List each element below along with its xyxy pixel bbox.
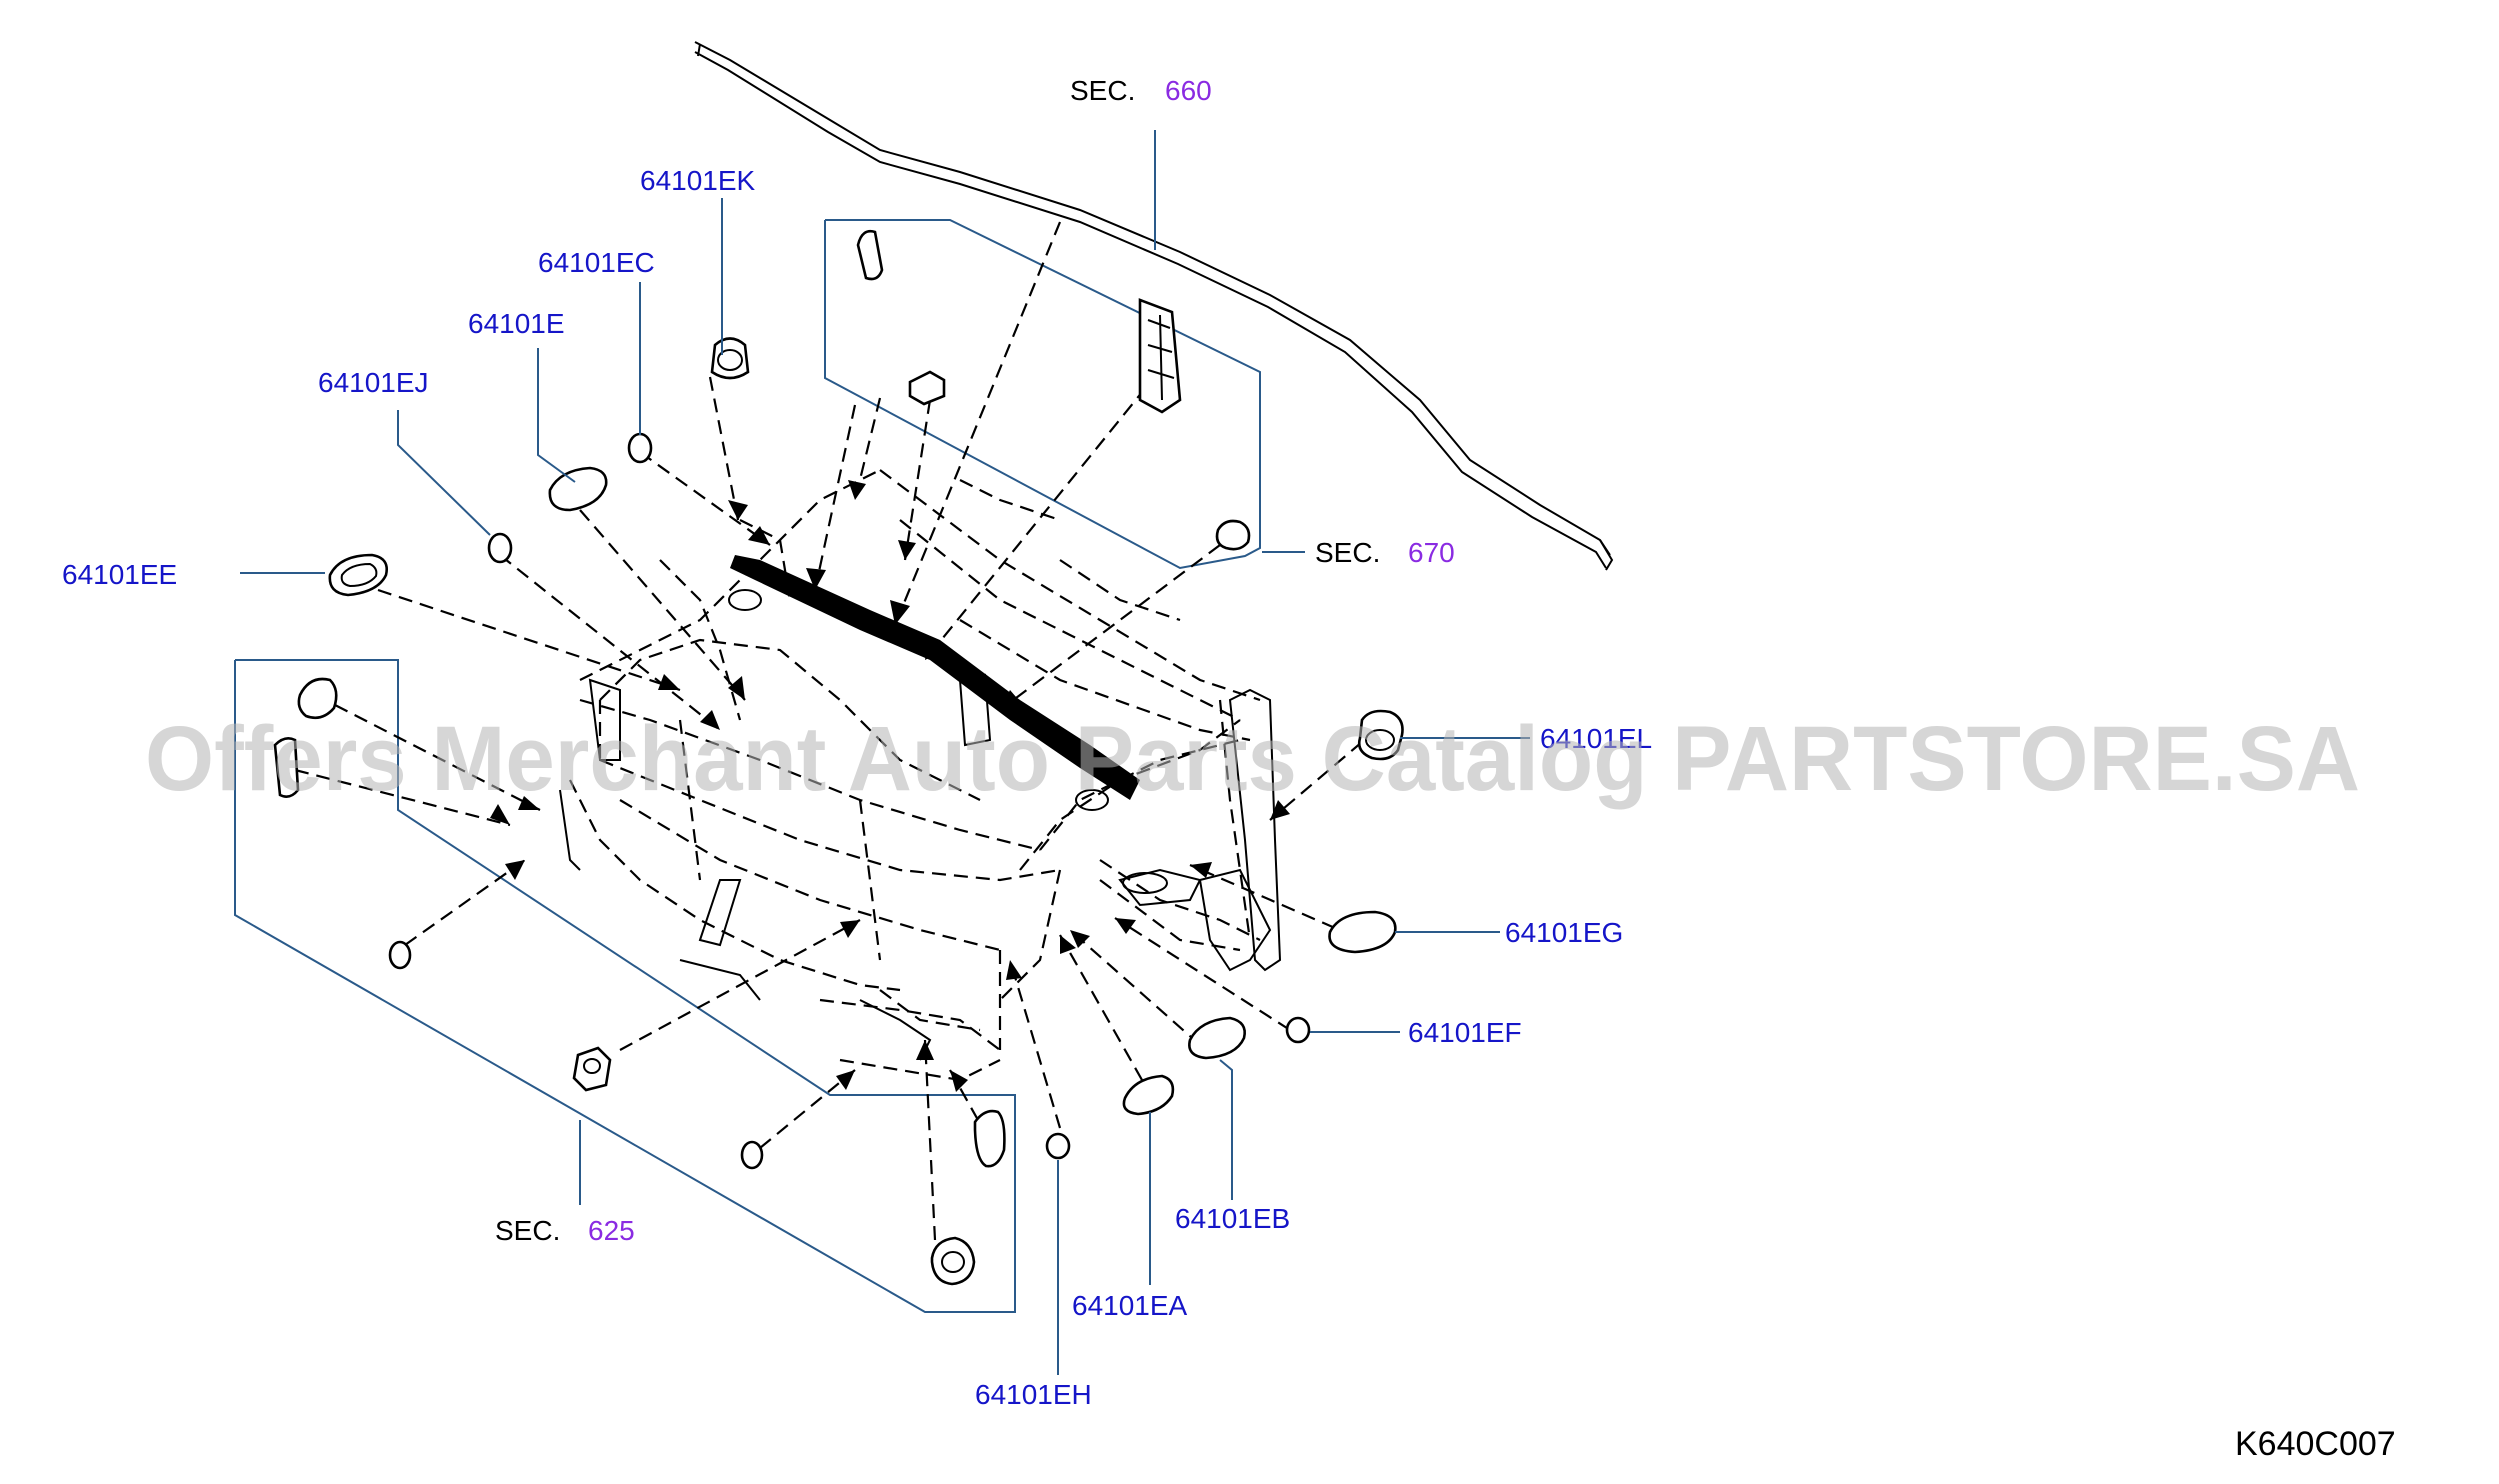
install-arrows (294, 221, 1363, 1241)
grommet-parts (273, 230, 1404, 1286)
label-64101eg[interactable]: 64101EG (1505, 917, 1623, 948)
label-64101el[interactable]: 64101EL (1540, 723, 1652, 754)
sec670-bracket (824, 219, 1261, 570)
label-64101ec[interactable]: 64101EC (538, 247, 655, 278)
sec625-bracket (234, 659, 1016, 1313)
label-64101ee[interactable]: 64101EE (62, 559, 177, 590)
diagram-code: K640C007 (2235, 1425, 2396, 1463)
sec625-number[interactable]: 625 (588, 1215, 635, 1246)
label-64101ej[interactable]: 64101EJ (318, 367, 429, 398)
label-leaders (240, 130, 1530, 1375)
upper-rail (694, 41, 1614, 571)
sec670-prefix: SEC. (1315, 537, 1380, 568)
sec660-prefix: SEC. (1070, 75, 1135, 106)
label-64101eh[interactable]: 64101EH (975, 1379, 1092, 1410)
sec670-number[interactable]: 670 (1408, 537, 1455, 568)
label-64101eb[interactable]: 64101EB (1175, 1203, 1290, 1234)
label-64101e[interactable]: 64101E (468, 308, 565, 339)
label-64101ef[interactable]: 64101EF (1408, 1017, 1522, 1048)
vehicle-floor-body (559, 469, 1282, 1082)
watermark: Offers Merchant Auto Parts Catalog PARTS… (145, 708, 2360, 810)
label-64101ea[interactable]: 64101EA (1072, 1290, 1188, 1321)
section-references: SEC. 660 SEC. 670 SEC. 625 (495, 75, 1455, 1246)
label-64101ek[interactable]: 64101EK (640, 165, 756, 196)
sec660-number[interactable]: 660 (1165, 75, 1212, 106)
part-number-labels: 64101EK 64101EC 64101E 64101EJ 64101EE 6… (62, 165, 1652, 1410)
sec625-prefix: SEC. (495, 1215, 560, 1246)
